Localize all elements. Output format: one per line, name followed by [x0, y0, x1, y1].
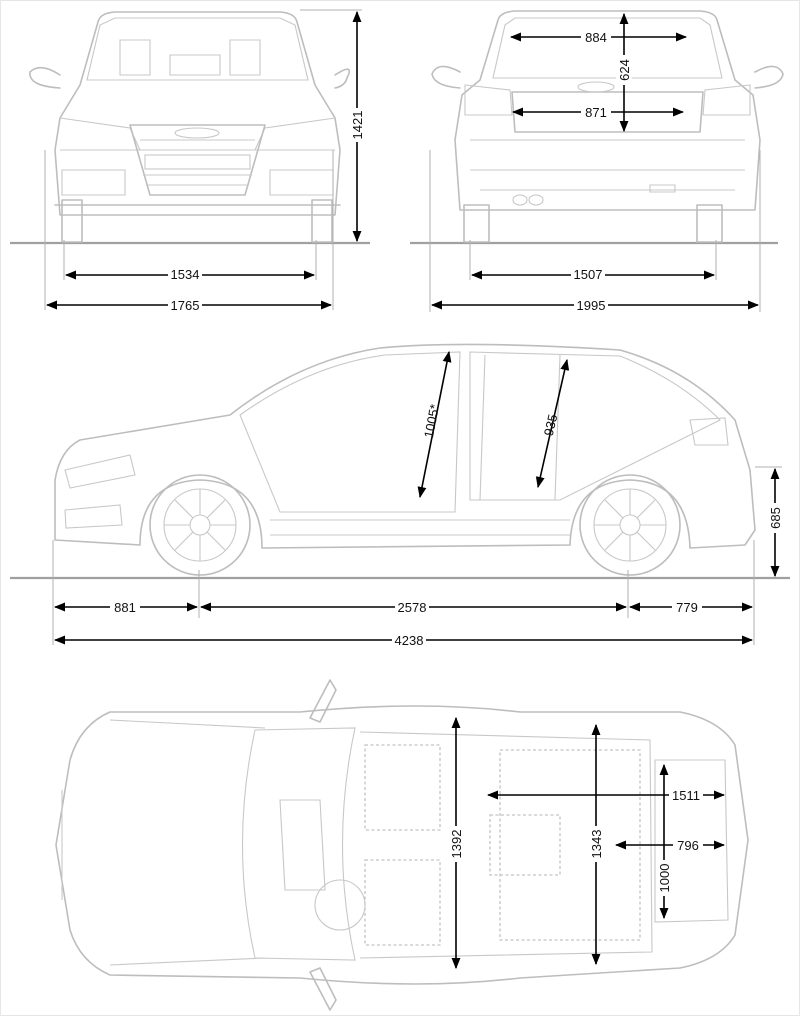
wheelbase-label: 2578 [398, 600, 427, 615]
mirror-width-label: 1995 [577, 298, 606, 313]
side-view-car [54, 343, 756, 576]
front-view: 1534 1765 1421 [10, 9, 370, 313]
top-view: 1392 1343 1511 796 1000 [55, 679, 749, 1011]
rear-overhang-label: 779 [676, 600, 698, 615]
overall-length-label: 4238 [395, 633, 424, 648]
cargo-length-label: 796 [677, 838, 699, 853]
front-shoulder-label: 1392 [449, 830, 464, 859]
rear-track-label: 1507 [574, 267, 603, 282]
rear-shoulder-label: 1343 [589, 830, 604, 859]
height-label: 1421 [350, 111, 365, 140]
front-headroom-dim-line [417, 350, 452, 499]
front-track-label: 1534 [171, 267, 200, 282]
cargo-length-folded-label: 1511 [672, 788, 700, 803]
rear-upper-width-label: 884 [585, 30, 607, 45]
rear-lower-width-label: 871 [585, 105, 607, 120]
cargo-width-label: 1000 [657, 864, 672, 893]
sill-height-label: 685 [768, 507, 783, 529]
rear-view-car [431, 10, 784, 243]
front-overhang-label: 881 [114, 600, 136, 615]
front-view-car [29, 11, 351, 243]
front-headroom-label: 1005* [421, 403, 442, 439]
rear-headroom-dim-line [535, 358, 570, 489]
rear-headroom-label: 935 [541, 413, 560, 438]
front-width-label: 1765 [171, 298, 200, 313]
rear-view: 884 871 624 1507 1995 [410, 10, 784, 313]
top-view-car [55, 679, 749, 1011]
tailgate-height-label: 624 [617, 59, 632, 81]
side-view: 881 2578 779 4238 685 1005* 935 [10, 343, 790, 648]
